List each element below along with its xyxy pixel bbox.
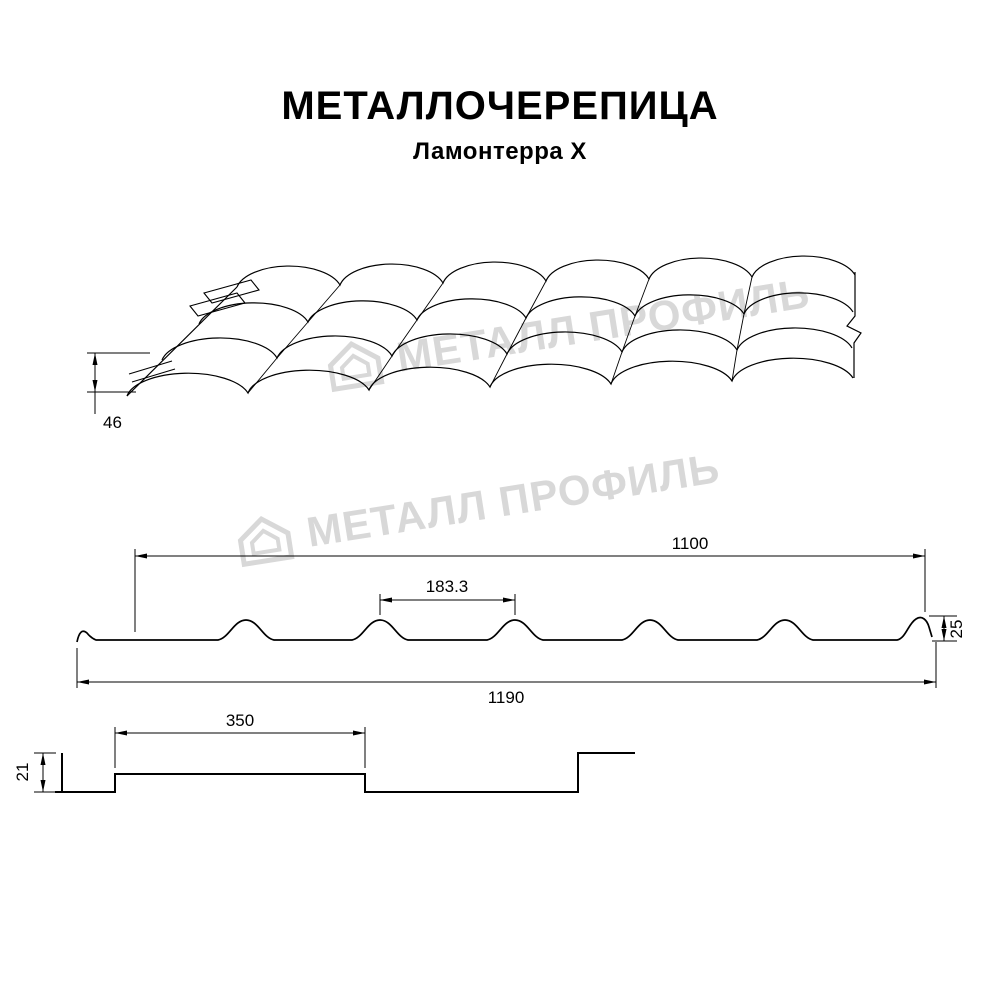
sheet-left-edge <box>126 286 238 397</box>
dim-extension-lines <box>134 549 926 632</box>
sheet-right-edge <box>846 272 862 378</box>
dim-value-21: 21 <box>13 763 32 782</box>
front-edge-lines <box>128 360 176 383</box>
cross-section-drawing: 1100 183.3 25 1190 <box>76 534 966 707</box>
dim-extension-lines <box>87 352 150 393</box>
dim-value-183: 183.3 <box>426 577 469 596</box>
wave-row-1 <box>236 255 856 288</box>
dim-overall-width: 1190 <box>76 642 937 707</box>
metall-profil-logo-icon <box>237 515 295 568</box>
step-profile-line <box>55 752 635 793</box>
ridge-strip-2 <box>189 292 246 317</box>
dim-extension-lines <box>76 642 937 688</box>
dim-module-length: 350 <box>114 711 366 768</box>
dim-cover-width: 1100 <box>134 534 926 632</box>
perspective-drawing: 46 <box>87 255 862 432</box>
page-title: МЕТАЛЛОЧЕРЕПИЦА <box>281 84 719 128</box>
wave-row-3 <box>161 327 853 361</box>
dim-wave-pitch: 183.3 <box>379 577 516 615</box>
dim-profile-height: 25 <box>929 615 966 642</box>
dim-value-46: 46 <box>103 413 122 432</box>
valley-lines <box>247 276 753 394</box>
dim-value-350: 350 <box>226 711 254 730</box>
dim-value-1190: 1190 <box>488 688 525 707</box>
wave-row-2 <box>198 292 854 325</box>
dim-value-1100: 1100 <box>672 534 709 553</box>
watermark-1: МЕТАЛЛ ПРОФИЛЬ <box>324 269 813 393</box>
wave-row-4 <box>126 357 854 397</box>
dim-value-25: 25 <box>947 620 966 639</box>
page-subtitle: Ламонтерра X <box>413 138 587 165</box>
ridge-strip-1 <box>203 279 260 304</box>
profile-curve <box>76 616 933 643</box>
step-profile-drawing: 350 21 <box>13 711 635 793</box>
metall-profil-logo-icon <box>327 340 385 393</box>
dim-edge-height: 46 <box>87 352 150 432</box>
watermark-2: МЕТАЛЛ ПРОФИЛЬ <box>234 444 723 568</box>
dim-extension-lines <box>34 752 56 793</box>
dim-step-height: 21 <box>13 752 56 793</box>
dim-extension-lines <box>379 594 516 615</box>
